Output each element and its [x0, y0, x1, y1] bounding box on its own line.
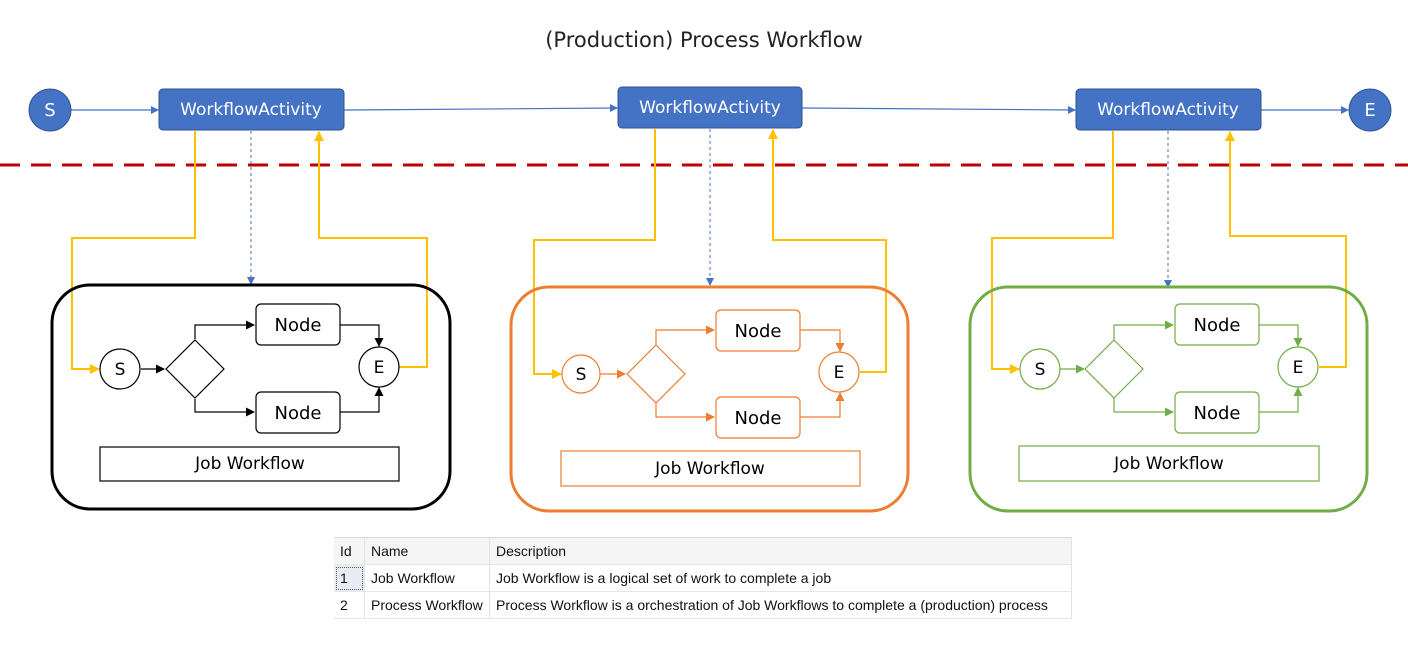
job-workflow-caption-box: Job Workflow [560, 450, 861, 487]
job-node-top: Node [715, 309, 801, 352]
process-start-label: S [44, 100, 55, 121]
job-node-top: Node [255, 303, 341, 346]
job-end-circle: E [358, 346, 400, 388]
job-workflow-caption-box: Job Workflow [1018, 445, 1320, 482]
drilldown-arrows [247, 129, 1172, 288]
job-node-bottom: Node [255, 391, 341, 434]
process-end-label: E [1364, 100, 1375, 121]
job-workflow-caption: Job Workflow [194, 454, 305, 474]
workflow-activity-label: WorkflowActivity [639, 98, 781, 118]
job-workflow-caption-box: Job Workflow [99, 446, 400, 482]
job-end-label: E [374, 358, 385, 378]
job-end-label: E [1293, 358, 1304, 378]
job-end-label: E [834, 363, 845, 383]
table-cell-description[interactable]: Process Workflow is a orchestration of J… [489, 591, 1072, 619]
table-cell-name[interactable]: Job Workflow [364, 564, 490, 592]
workflow-activity-label: WorkflowActivity [180, 100, 322, 120]
table-row[interactable]: 2 Process Workflow Process Workflow is a… [334, 591, 1072, 619]
column-header-id[interactable]: Id [334, 537, 365, 565]
job-workflow-1: S Node Node E Job Workflow [50, 283, 452, 511]
table-cell-name[interactable]: Process Workflow [364, 591, 490, 619]
job-start-circle: S [99, 348, 141, 390]
job-workflow-3: S Node Node E Job Workflow [968, 285, 1369, 513]
node-label: Node [735, 321, 782, 342]
workflow-activity-label: WorkflowActivity [1097, 100, 1239, 120]
node-label: Node [735, 408, 782, 429]
job-node-top: Node [1174, 303, 1260, 346]
process-end-circle: E [1348, 88, 1392, 132]
job-start-circle: S [1019, 348, 1061, 390]
job-node-bottom: Node [1174, 391, 1260, 434]
job-workflow-caption: Job Workflow [654, 459, 765, 479]
job-end-circle: E [1277, 346, 1319, 388]
node-label: Node [275, 315, 322, 336]
job-workflow-2: S Node Node E Job Workflow [509, 285, 910, 513]
activity-job-connectors [71, 129, 1347, 379]
job-workflow-caption: Job Workflow [1113, 454, 1224, 474]
job-node-bottom: Node [715, 396, 801, 439]
node-label: Node [1194, 403, 1241, 424]
table-cell-id[interactable]: 1 [334, 564, 365, 592]
decision-diamond [165, 339, 225, 399]
table-header-row: Id Name Description [334, 537, 1072, 565]
decision-diamond [626, 344, 686, 404]
job-start-label: S [115, 360, 126, 380]
decision-diamond [1084, 339, 1144, 399]
node-label: Node [275, 403, 322, 424]
column-header-description[interactable]: Description [489, 537, 1072, 565]
job-start-circle: S [561, 354, 601, 394]
process-connectors [71, 104, 1349, 114]
definitions-table: Id Name Description 1 Job Workflow Job W… [334, 537, 1072, 619]
workflow-activity-3: WorkflowActivity [1075, 88, 1262, 131]
job-start-label: S [576, 365, 587, 385]
table-cell-description[interactable]: Job Workflow is a logical set of work to… [489, 564, 1072, 592]
workflow-activity-2: WorkflowActivity [617, 86, 803, 129]
column-header-name[interactable]: Name [364, 537, 490, 565]
process-start-circle: S [28, 88, 72, 132]
table-row[interactable]: 1 Job Workflow Job Workflow is a logical… [334, 564, 1072, 592]
diagram-title: (Production) Process Workflow [545, 28, 863, 52]
node-label: Node [1194, 315, 1241, 336]
job-end-circle: E [818, 351, 860, 393]
workflow-activity-1: WorkflowActivity [158, 88, 345, 131]
job-start-label: S [1035, 360, 1046, 380]
table-cell-id[interactable]: 2 [334, 591, 365, 619]
